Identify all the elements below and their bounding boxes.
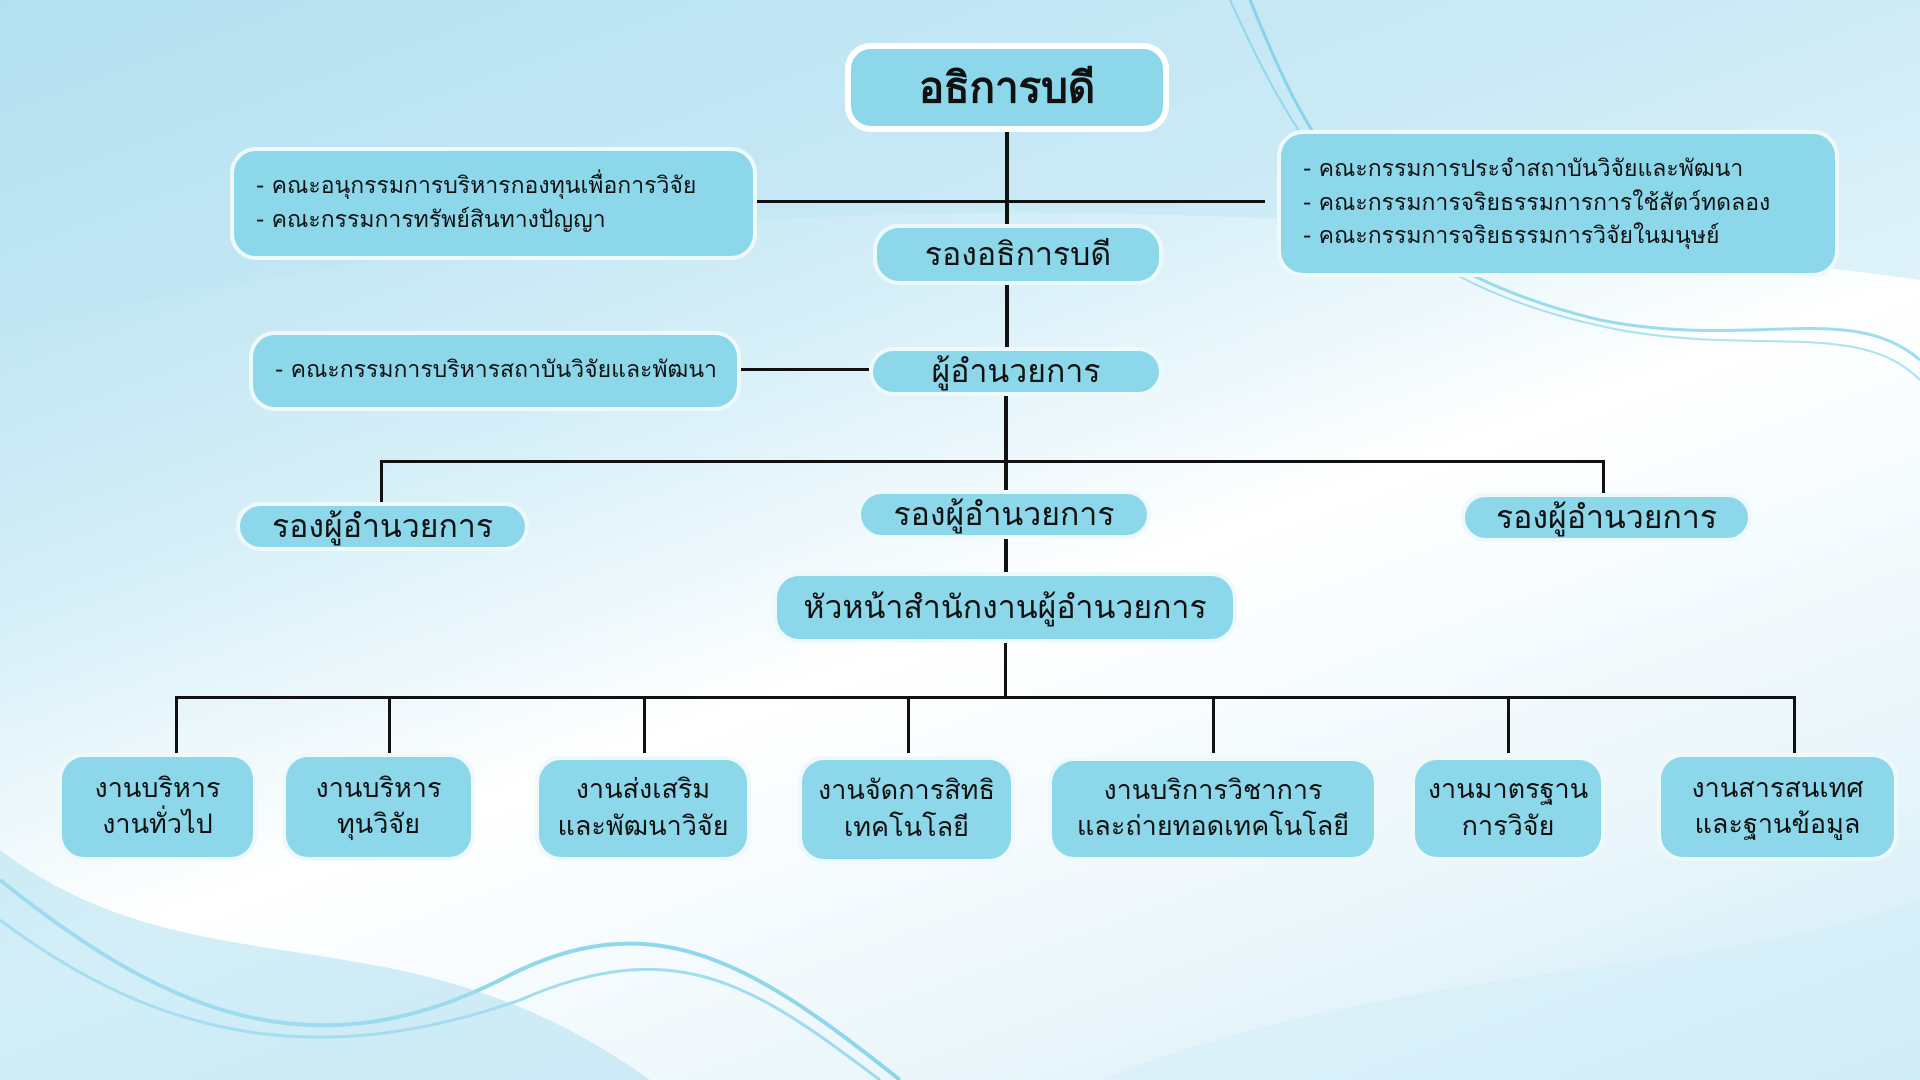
director-node: ผู้อำนวยการ: [869, 347, 1163, 396]
node-label: หัวหน้าสำนักงานผู้อำนวยการ: [803, 588, 1207, 626]
committee-item: - คณะกรรมการจริยธรรมการการใช้สัตว์ทดลอง: [1303, 189, 1771, 216]
node-label: รองผู้อำนวยการ: [271, 507, 494, 545]
connector: [757, 200, 1265, 203]
committee-item: - คณะอนุกรรมการบริหารกองทุนเพื่อการวิจัย: [256, 173, 697, 200]
unit-node: งานจัดการสิทธิเทคโนโลยี: [798, 756, 1015, 863]
connector: [1004, 396, 1008, 490]
unit-node: งานบริหารงานทั่วไป: [58, 753, 257, 861]
connector: [1005, 285, 1009, 347]
unit-label: งานจัดการสิทธิ: [818, 775, 995, 807]
unit-node: งานสารสนเทศและฐานข้อมูล: [1657, 753, 1898, 861]
unit-node: งานบริหารทุนวิจัย: [282, 753, 475, 861]
unit-label: งานสารสนเทศ: [1691, 772, 1864, 804]
connector: [175, 696, 1795, 699]
deputy-director-node-center: รองผู้อำนวยการ: [857, 490, 1151, 539]
connector: [175, 696, 178, 753]
unit-label: เทคโนโลยี: [844, 811, 969, 843]
right-committees-node: - คณะกรรมการประจำสถาบันวิจัยและพัฒนา - ค…: [1277, 130, 1839, 277]
node-label: รองผู้อำนวยการ: [1495, 498, 1718, 536]
director-committee-node: - คณะกรรมการบริหารสถาบันวิจัยและพัฒนา: [249, 331, 741, 411]
connector: [1507, 696, 1510, 753]
connector: [643, 696, 646, 753]
connector: [380, 460, 1605, 463]
committee-item: - คณะกรรมการทรัพย์สินทางปัญญา: [256, 206, 606, 233]
deputy-director-node-right: รองผู้อำนวยการ: [1461, 493, 1752, 542]
connector: [1212, 696, 1215, 753]
connector: [1005, 132, 1009, 224]
node-label: อธิการบดี: [918, 62, 1096, 112]
connector: [388, 696, 391, 753]
unit-label: งานส่งเสริม: [575, 774, 711, 806]
connector: [1793, 696, 1796, 753]
node-label: รองผู้อำนวยการ: [893, 495, 1115, 533]
connector: [380, 460, 383, 502]
committee-item: - คณะกรรมการจริยธรรมการวิจัยในมนุษย์: [1303, 223, 1720, 250]
unit-label: และถ่ายทอดเทคโนโลยี: [1076, 811, 1350, 842]
unit-label: งานบริหาร: [315, 772, 442, 804]
office-head-node: หัวหน้าสำนักงานผู้อำนวยการ: [773, 572, 1237, 643]
node-label: ผู้อำนวยการ: [931, 352, 1101, 390]
connector: [1004, 643, 1007, 697]
unit-label: และพัฒนาวิจัย: [557, 810, 729, 842]
vice-president-node: รองอธิการบดี: [873, 224, 1163, 285]
unit-label: งานทั่วไป: [102, 809, 213, 840]
committee-item: - คณะกรรมการประจำสถาบันวิจัยและพัฒนา: [1303, 156, 1744, 183]
connector: [741, 368, 869, 371]
unit-node: งานส่งเสริมและพัฒนาวิจัย: [535, 756, 751, 861]
node-label: รองอธิการบดี: [924, 235, 1112, 273]
deputy-director-node-left: รองผู้อำนวยการ: [236, 502, 529, 551]
committee-item: - คณะกรรมการบริหารสถาบันวิจัยและพัฒนา: [275, 357, 717, 384]
unit-node: งานมาตรฐานการวิจัย: [1411, 756, 1605, 861]
connector: [907, 696, 910, 753]
unit-label: งานบริหาร: [94, 772, 221, 804]
connector: [1602, 460, 1605, 493]
unit-node: งานบริการวิชาการและถ่ายทอดเทคโนโลยี: [1048, 757, 1378, 861]
president-node: อธิการบดี: [845, 43, 1169, 132]
left-committees-node: - คณะอนุกรรมการบริหารกองทุนเพื่อการวิจัย…: [230, 147, 757, 260]
unit-label: งานบริการวิชาการ: [1103, 774, 1323, 806]
unit-label: การวิจัย: [1461, 810, 1555, 842]
unit-label: งานมาตรฐาน: [1427, 774, 1589, 806]
unit-label: ทุนวิจัย: [336, 809, 421, 840]
connector: [1004, 539, 1008, 572]
unit-label: และฐานข้อมูล: [1694, 809, 1861, 840]
